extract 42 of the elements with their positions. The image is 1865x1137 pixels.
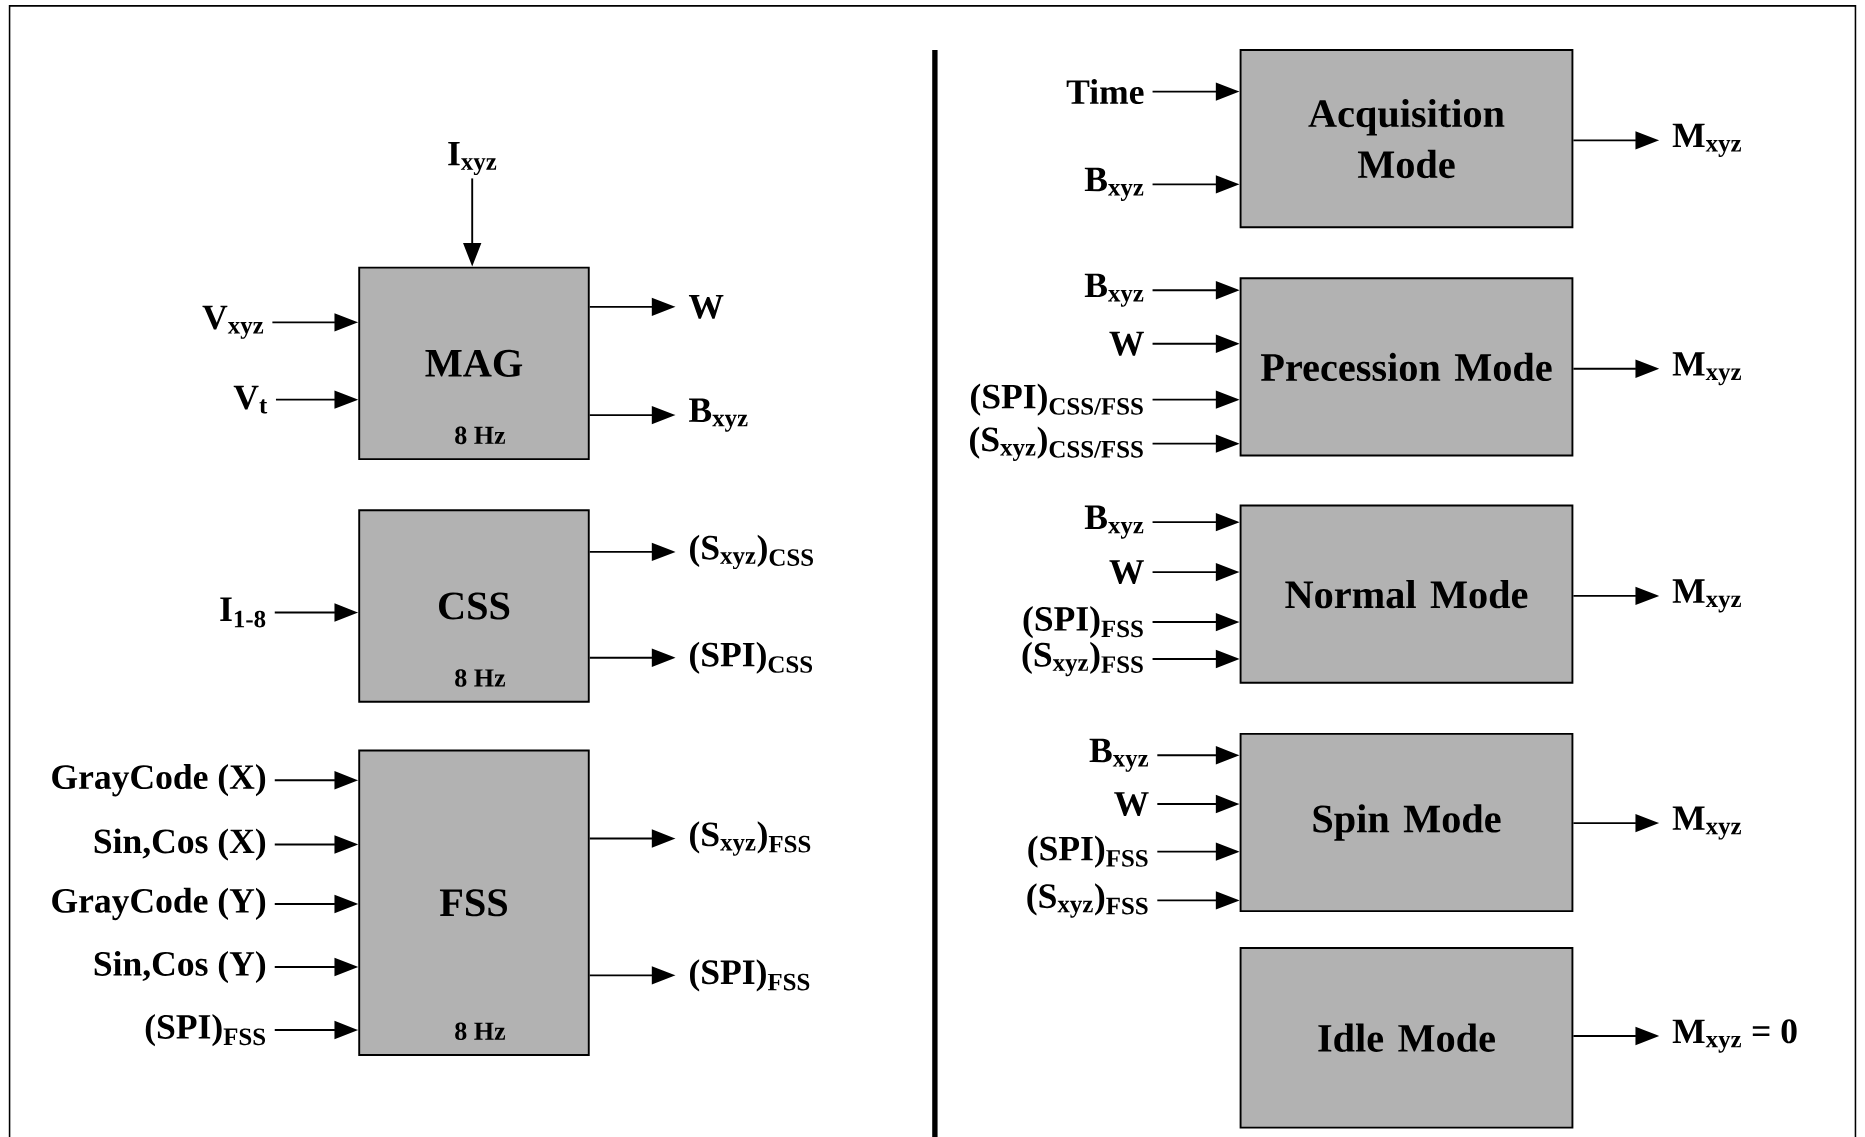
signal-label: GrayCode (Y) (52, 887, 266, 921)
mode-box: Acquisition Mode (1239, 48, 1574, 229)
signal-label: (SPI)$_{CSS}$ (690, 641, 813, 674)
block-box: FSS 8 Hz (358, 749, 590, 1056)
signal-label: Sin,Cos (Y) (94, 950, 266, 984)
signal-label: W (1109, 560, 1144, 584)
mode-box: Idle Mode (1239, 947, 1574, 1129)
signal-label: M$_{xyz}$ (1672, 123, 1742, 157)
signal-label: (S$_{xyz}$)$_{FSS}$ (1022, 641, 1143, 677)
signal-label: (S$_{xyz}$)$_{CSS/FSS}$ (970, 426, 1143, 461)
signal-label: (SPI)$_{FSS}$ (145, 1013, 266, 1047)
signal-label: M$_{xyz}$ (1672, 579, 1742, 613)
signal-label: (SPI)$_{FSS}$ (1028, 835, 1148, 868)
signal-label: M$_{xyz}$ (1672, 352, 1742, 386)
mode-box: Normal Mode (1239, 504, 1574, 684)
mode-box: Precession Mode (1239, 277, 1574, 457)
signal-label: I$_{1-8}$ (220, 597, 266, 628)
signal-label: Sin,Cos (X) (94, 828, 266, 861)
signal-label: B$_{xyz}$ (689, 398, 748, 432)
block-box: CSS 8 Hz (358, 509, 590, 703)
signal-label: B$_{xyz}$ (1084, 273, 1144, 307)
signal-label: V$_{xyz}$ (202, 305, 264, 339)
signal-label: W (1109, 331, 1144, 356)
signal-label: V$_{t}$ (233, 385, 268, 414)
signal-label: B$_{xyz}$ (1084, 505, 1144, 539)
signal-label: M$_{xyz}$ (1672, 806, 1742, 840)
signal-label: Time (1066, 79, 1144, 105)
signal-label: (SPI)$_{FSS}$ (1023, 605, 1143, 639)
signal-label: B$_{xyz}$ (1089, 738, 1149, 772)
signal-label: (S$_{xyz}$)$_{FSS}$ (1027, 883, 1148, 918)
signal-label: (SPI)$_{FSS}$ (690, 959, 810, 992)
signal-label: (S$_{xyz}$)$_{FSS}$ (690, 821, 811, 856)
signal-label: GrayCode (X) (52, 764, 266, 797)
signal-label: (SPI)$_{CSS/FSS}$ (971, 383, 1143, 416)
mode-box: Spin Mode (1239, 732, 1574, 913)
signal-label: W (1114, 792, 1149, 816)
signal-label: (S$_{xyz}$)$_{CSS}$ (690, 534, 813, 570)
block-box: MAG 8 Hz (358, 266, 590, 461)
signal-label: I$_{xyz}$ (448, 141, 497, 176)
signal-label: B$_{xyz}$ (1084, 167, 1144, 201)
signal-label: M$_{xyz}$ = 0 (1672, 1019, 1797, 1053)
signal-label: W (688, 294, 724, 319)
